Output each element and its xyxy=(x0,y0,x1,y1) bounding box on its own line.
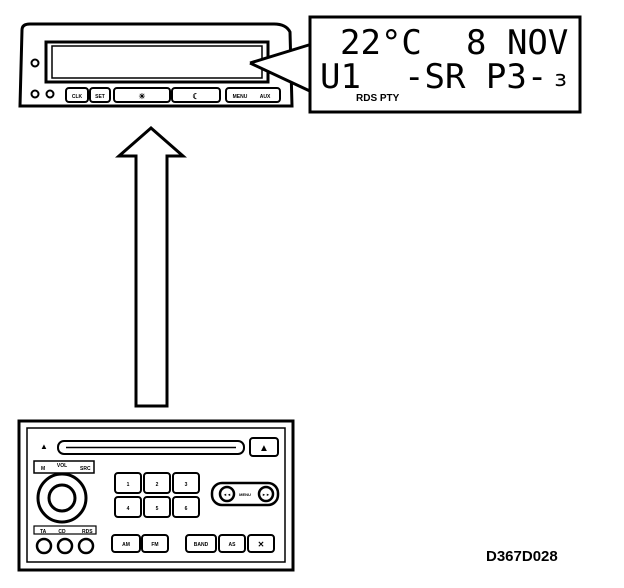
am-label: AM xyxy=(122,542,130,548)
aux-button-label: AUX xyxy=(260,94,271,100)
preset-label-6: 6 xyxy=(185,506,188,512)
preset-label-3: 3 xyxy=(185,482,188,488)
head-unit-buttons: CLK SET ☀ ☾ MENU AUX xyxy=(65,87,281,103)
brightness-up-button[interactable] xyxy=(171,87,221,103)
eject-button[interactable] xyxy=(249,437,279,457)
cd-label: CD xyxy=(58,529,66,535)
moon-icon: ☾ xyxy=(192,92,199,101)
radio-cd-unit: ▲ ▲ M VOL SRC TA CD RDS 1 2 3 4 5 xyxy=(17,419,295,572)
knob-label-right: SRC xyxy=(80,466,91,472)
knob-label-vol: VOL xyxy=(57,463,67,469)
up-arrow xyxy=(115,126,187,408)
eject-icon: ▲ xyxy=(259,443,269,454)
brightness-down-button[interactable] xyxy=(113,87,171,103)
callout-lines xyxy=(249,42,313,94)
rds-button[interactable] xyxy=(77,537,95,555)
preset-pad: 1 2 3 4 5 6 xyxy=(114,472,200,518)
seek-back-button[interactable] xyxy=(218,485,236,503)
preset-button-5[interactable] xyxy=(143,496,171,518)
menu-button[interactable] xyxy=(225,87,281,103)
preset-button-4[interactable] xyxy=(114,496,142,518)
preset-label-4: 4 xyxy=(127,506,130,512)
as-label: AS xyxy=(229,542,237,548)
set-button-label: SET xyxy=(95,94,105,100)
ta-label: TA xyxy=(40,529,47,535)
rds-label: RDS xyxy=(82,529,93,535)
seek-control: ◄◄ MENU ►► xyxy=(210,481,280,507)
preset-button-1[interactable] xyxy=(114,472,142,494)
clk-button-label: CLK xyxy=(72,94,83,100)
figure-code: D367D028 xyxy=(486,548,558,565)
lcd-temperature: 22°C xyxy=(340,23,422,63)
preset-button-6[interactable] xyxy=(172,496,200,518)
preset-label-5: 5 xyxy=(156,506,159,512)
set-button[interactable] xyxy=(89,87,111,103)
cd-button[interactable] xyxy=(56,537,74,555)
seek-forward-icon: ►► xyxy=(262,492,270,497)
preset-label-2: 2 xyxy=(156,482,159,488)
menu-button-label: MENU xyxy=(233,94,248,100)
seek-forward-button[interactable] xyxy=(257,485,275,503)
seek-back-icon: ◄◄ xyxy=(223,492,231,497)
lcd-mode: -SR P3- xyxy=(404,57,547,97)
lcd-band: U1 xyxy=(320,57,361,97)
sun-icon: ☀ xyxy=(138,92,145,101)
lcd-rds-pty: RDS PTY xyxy=(356,93,400,104)
preset-button-3[interactable] xyxy=(172,472,200,494)
preset-button-2[interactable] xyxy=(143,472,171,494)
am-button[interactable] xyxy=(111,534,141,553)
clk-button[interactable] xyxy=(65,87,89,103)
lcd-zoom-box: 22°C 8 NOV U1 -SR P3- ɜ RDS PTY xyxy=(308,15,582,114)
knob-label-left: M xyxy=(41,466,45,472)
multifunction-display-unit: CLK SET ☀ ☾ MENU AUX xyxy=(18,22,294,108)
fm-button[interactable] xyxy=(141,534,169,553)
lower-button-row: AM FM BAND AS ✕ xyxy=(111,534,275,553)
mute-icon: ✕ xyxy=(258,540,265,549)
as-button[interactable] xyxy=(218,534,246,553)
eject-small-icon: ▲ xyxy=(40,442,48,451)
fm-label: FM xyxy=(151,542,158,548)
band-button[interactable] xyxy=(185,534,217,553)
mute-button[interactable] xyxy=(247,534,275,553)
ta-button[interactable] xyxy=(35,537,53,555)
band-label: BAND xyxy=(194,542,209,548)
seek-menu-label: MENU xyxy=(239,492,251,497)
lcd-date: 8 NOV xyxy=(466,23,568,63)
lcd-signal: ɜ xyxy=(554,67,567,92)
preset-label-1: 1 xyxy=(127,482,130,488)
